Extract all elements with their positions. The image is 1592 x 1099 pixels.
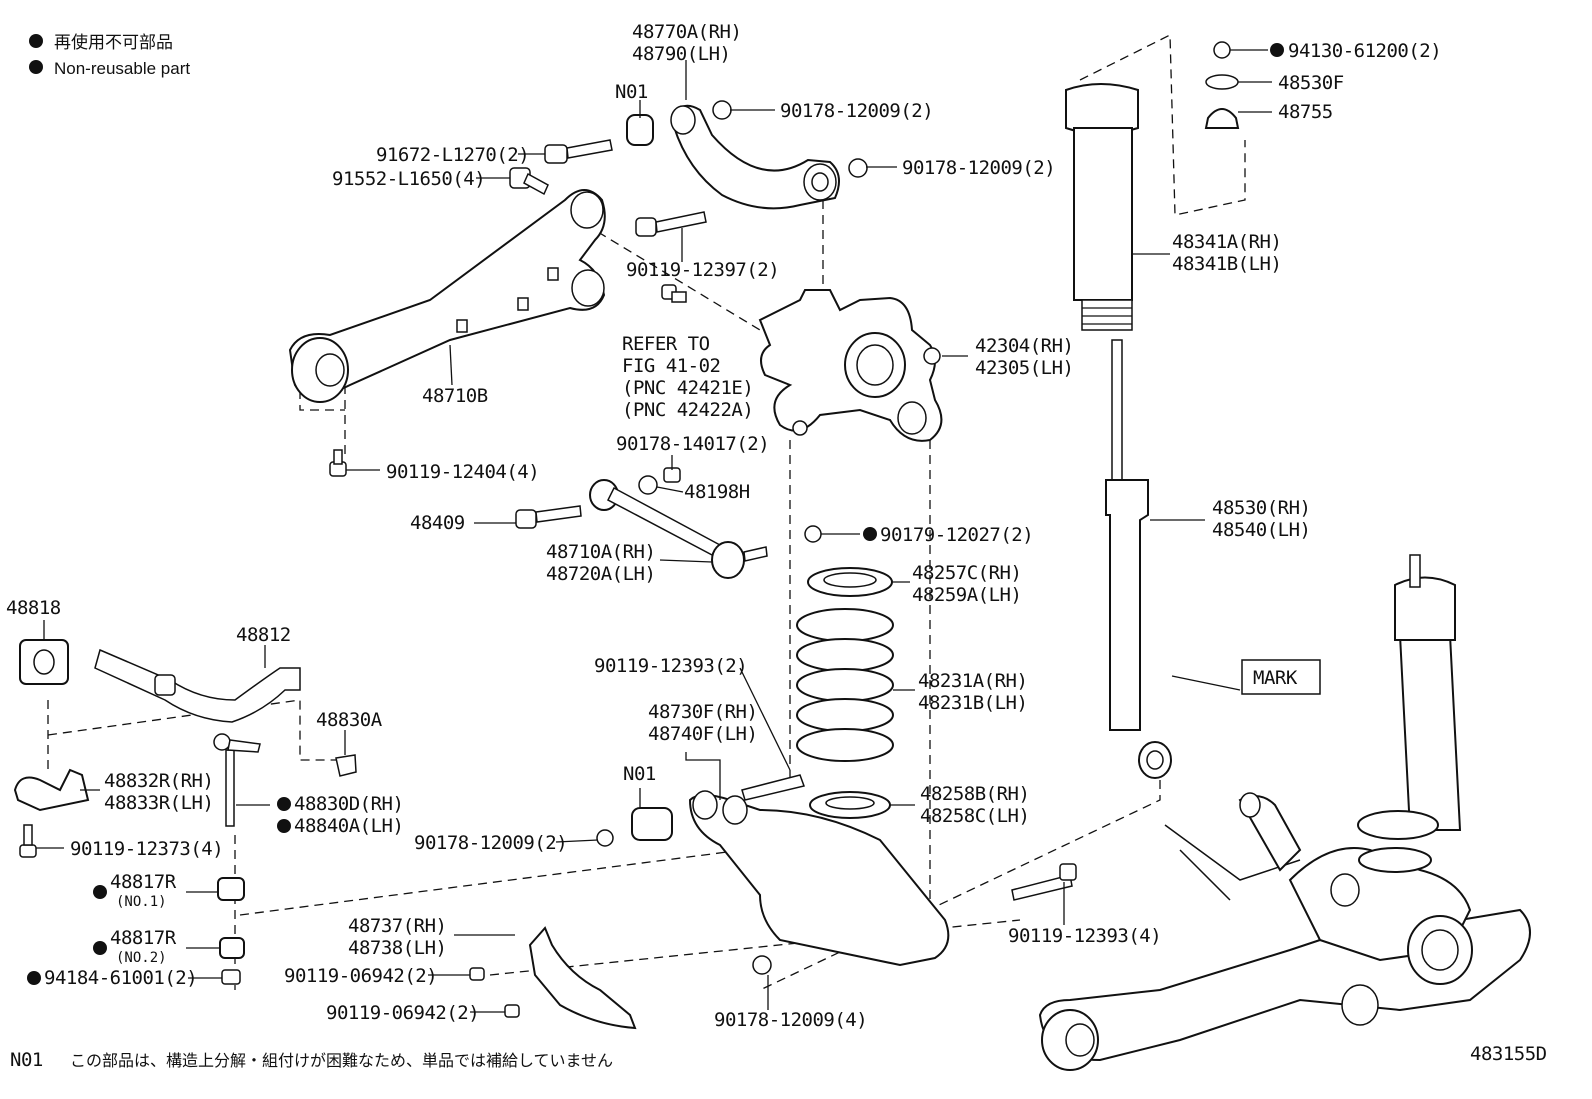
label-insulator-top-rh: 48257C(RH) — [912, 562, 1021, 584]
non-reusable-bullet-icon — [277, 797, 291, 811]
non-reusable-bullet-icon — [277, 819, 291, 833]
label-upper-arm-lh: 48790(LH) — [632, 43, 730, 65]
label-insulator-bot-lh: 48258C(LH) — [920, 805, 1029, 827]
part-labels: 48770A(RH) 48790(LH) N01 90178-12009(2) … — [6, 21, 1442, 1031]
label-bolt-90119-12404: 90119-12404(4) — [386, 461, 539, 483]
label-bellow-rh: 48341A(RH) — [1172, 231, 1281, 253]
label-n01-top: N01 — [615, 81, 648, 103]
non-reusable-bullet-icon — [93, 885, 107, 899]
label-spring-lh: 48231B(LH) — [918, 692, 1027, 714]
label-bolt-90119-12397: 90119-12397(2) — [626, 259, 779, 281]
steering-knuckle — [661, 284, 943, 442]
label-bushing-48818: 48818 — [6, 597, 61, 619]
bolt-90119-12404 — [329, 449, 347, 477]
assembly-guide-lines — [47, 33, 1246, 991]
label-refer-3: (PNC 42421E) — [622, 377, 753, 399]
legend: 再使用不可部品 Non-reusable part — [29, 32, 190, 78]
label-cam-48198h: 48198H — [684, 481, 750, 503]
label-nut-upper-1: 90178-12009(2) — [780, 100, 933, 122]
label-nut-upper-2: 90178-12009(2) — [902, 157, 1055, 179]
label-refer-1: REFER TO — [622, 333, 710, 355]
non-reusable-bullet-icon — [29, 60, 43, 74]
label-n01-mid: N01 — [623, 763, 656, 785]
label-bolt-06942-b: 90119-06942(2) — [326, 1002, 479, 1024]
footnote: N01 この部品は、構造上分解・組付けが困難なため、単品では補給していません — [10, 1049, 613, 1071]
label-upper-arm-rh: 48770A(RH) — [632, 21, 741, 43]
label-support-48755: 48755 — [1278, 101, 1333, 123]
label-refer-2: FIG 41-02 — [622, 355, 720, 377]
label-washer-48530f: 48530F — [1278, 72, 1344, 94]
label-insulator-bot-rh: 48258B(RH) — [920, 783, 1029, 805]
stabilizer-link — [13, 733, 357, 985]
label-bolt-48409: 48409 — [410, 512, 465, 534]
label-toe-arm-lh: 48720A(LH) — [546, 563, 655, 585]
lower-arm-cover — [469, 926, 637, 1030]
label-cushion-2: 48817R — [110, 927, 177, 949]
label-toe-arm-rh: 48710A(RH) — [546, 541, 655, 563]
label-cover-lh: 48738(LH) — [348, 937, 446, 959]
assembled-suspension-view — [1038, 554, 1531, 1071]
mark-box — [1241, 659, 1321, 695]
label-nut-94184: 94184-61001(2) — [44, 967, 197, 989]
label-knuckle-lh: 42305(LH) — [975, 357, 1073, 379]
coil-spring-assembly — [796, 567, 894, 819]
label-bolt-91672: 91672-L1270(2) — [376, 144, 529, 166]
label-cushion-1: 48817R — [110, 871, 177, 893]
label-shock-rh: 48530(RH) — [1212, 497, 1310, 519]
footnote-text: この部品は、構造上分解・組付けが困難なため、単品では補給していません — [70, 1051, 613, 1070]
label-bellow-lh: 48341B(LH) — [1172, 253, 1281, 275]
non-reusable-marks — [27, 43, 1284, 985]
label-nut-90179: 90179-12027(2) — [880, 524, 1033, 546]
label-trailing-arm: 48710B — [422, 385, 488, 407]
non-reusable-bullet-icon — [93, 941, 107, 955]
label-bracket-lh: 48833R(LH) — [104, 792, 213, 814]
label-mark: MARK — [1253, 667, 1298, 689]
label-spring-rh: 48231A(RH) — [918, 670, 1027, 692]
label-link-rh: 48830D(RH) — [294, 793, 403, 815]
label-bolt-90119-12373: 90119-12373(4) — [70, 838, 223, 860]
label-cushion-2-no: (NO.2) — [116, 950, 167, 966]
label-knuckle-rh: 42304(RH) — [975, 335, 1073, 357]
label-cover-rh: 48737(RH) — [348, 915, 446, 937]
label-bolt-06942-a: 90119-06942(2) — [284, 965, 437, 987]
label-nut-90178-14017: 90178-14017(2) — [616, 433, 769, 455]
stabilizer-bar — [19, 639, 301, 723]
figure-number: 483155D — [1470, 1043, 1547, 1065]
legend-en: Non-reusable part — [54, 59, 190, 78]
non-reusable-bullet-icon — [1270, 43, 1284, 57]
label-lower-arm-rh: 48730F(RH) — [648, 701, 757, 723]
leader-lines — [36, 49, 1272, 1013]
label-nut-94130: 94130-61200(2) — [1288, 40, 1441, 62]
trailing-arm — [288, 189, 606, 403]
label-refer-4: (PNC 42422A) — [622, 399, 753, 421]
label-bolt-90119-12393a: 90119-12393(2) — [594, 655, 747, 677]
footnote-code: N01 — [10, 1049, 43, 1071]
label-nut-90178-left: 90178-12009(2) — [414, 832, 567, 854]
non-reusable-bullet-icon — [863, 527, 877, 541]
label-bracket-rh: 48832R(RH) — [104, 770, 213, 792]
label-bolt-90119-12393b: 90119-12393(4) — [1008, 925, 1161, 947]
label-stab-bar: 48812 — [236, 624, 291, 646]
lower-control-arm — [596, 774, 1077, 975]
toe-control-arm — [515, 467, 822, 579]
label-link-lh: 48840A(LH) — [294, 815, 403, 837]
label-lower-arm-lh: 48740F(LH) — [648, 723, 757, 745]
non-reusable-bullet-icon — [27, 971, 41, 985]
shock-absorber-assembly — [1065, 41, 1240, 779]
label-shock-lh: 48540(LH) — [1212, 519, 1310, 541]
label-bolt-91552: 91552-L1650(4) — [332, 168, 485, 190]
label-link-48830a: 48830A — [316, 709, 383, 731]
label-insulator-top-lh: 48259A(LH) — [912, 584, 1021, 606]
label-cushion-1-no: (NO.1) — [116, 894, 167, 910]
label-nut-90178-bottom: 90178-12009(4) — [714, 1009, 867, 1031]
legend-jp: 再使用不可部品 — [54, 32, 173, 52]
non-reusable-bullet-icon — [29, 34, 43, 48]
upper-control-arm — [626, 104, 840, 210]
